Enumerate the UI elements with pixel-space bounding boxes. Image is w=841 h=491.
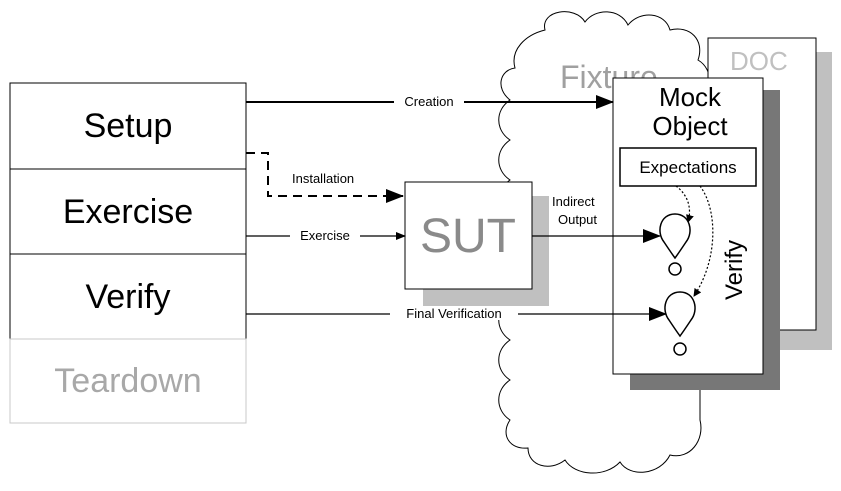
phase-teardown-label: Teardown (54, 362, 201, 400)
sut-label: SUT (420, 210, 516, 263)
phase-verify-box (9, 253, 247, 340)
expectation-dotted-arrow-1 (675, 185, 694, 223)
installation-label: Installation (292, 171, 354, 186)
final-verification-label: Final Verification (406, 306, 501, 321)
doc-label: DOC (730, 46, 788, 76)
indirect-output-label-line2: Output (558, 212, 597, 227)
phase-exercise-label: Exercise (63, 193, 193, 231)
exercise-arrow-label: Exercise (300, 228, 350, 243)
creation-label: Creation (404, 94, 453, 109)
expectations-label: Expectations (639, 158, 736, 177)
mock-object-title-line2: Object (652, 111, 728, 141)
phase-setup-box (9, 82, 247, 170)
verification-point-2-ring (673, 342, 687, 356)
phase-teardown-box (9, 338, 247, 424)
indirect-output-label-line1: Indirect (552, 194, 595, 209)
expectation-dotted-arrow-2 (693, 185, 714, 297)
phase-setup-label: Setup (84, 107, 173, 145)
verification-point-1-ring (668, 262, 682, 276)
verify-vertical-label: Verify (721, 240, 748, 300)
mock-object-title-line1: Mock (659, 82, 722, 112)
phase-verify-label: Verify (85, 278, 170, 316)
phase-exercise-box (9, 168, 247, 255)
expectations-box (619, 147, 757, 187)
